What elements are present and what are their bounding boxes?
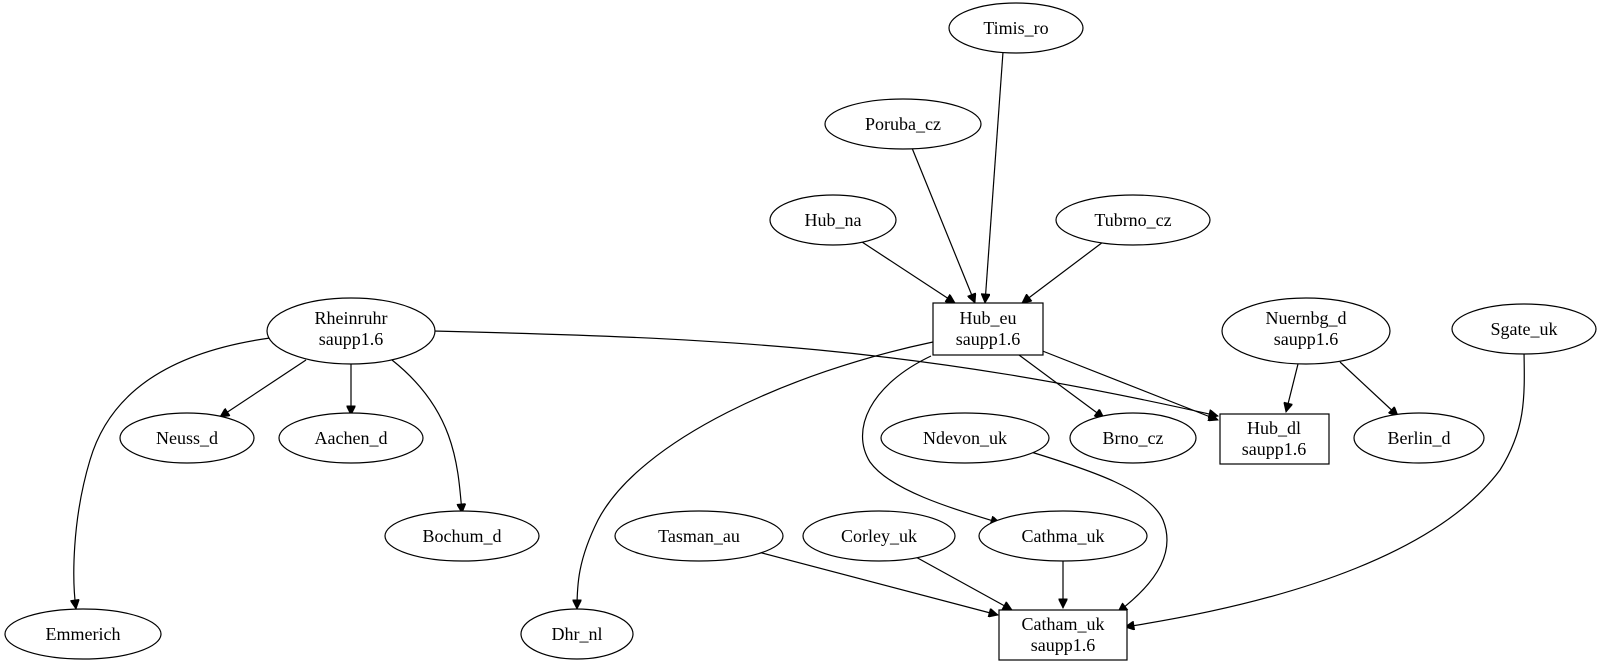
node-berlin_d[interactable]: Berlin_d [1353, 412, 1485, 464]
node-label: Aachen_d [315, 428, 388, 448]
node-poruba_cz[interactable]: Poruba_cz [824, 98, 982, 150]
node-sublabel: saupp1.6 [1274, 329, 1339, 349]
node-catham_uk[interactable]: Catham_uk saupp1.6 [998, 609, 1128, 661]
node-nuernbg_d[interactable]: Nuernbg_d saupp1.6 [1221, 297, 1391, 365]
node-label: Neuss_d [156, 428, 218, 448]
node-label: Tasman_au [658, 526, 740, 546]
node-label: Sgate_uk [1491, 319, 1558, 339]
node-label: Berlin_d [1388, 428, 1451, 448]
nodes: Timis_ro Poruba_cz Hub_na Tubrno_cz Hub_… [4, 2, 1597, 661]
node-label: Nuernbg_d [1266, 308, 1347, 328]
node-sublabel: saupp1.6 [1242, 439, 1307, 459]
node-label: Ndevon_uk [923, 428, 1007, 448]
edge-tasman_au-catham_uk [757, 551, 998, 615]
edge-hub_eu-cathma_uk [861, 355, 1000, 523]
edge-timis_ro-hub_eu [985, 51, 1004, 303]
node-sgate_uk[interactable]: Sgate_uk [1451, 303, 1597, 355]
edge-nuernbg_d-berlin_d [1339, 361, 1398, 416]
node-rheinruhr[interactable]: Rheinruhr saupp1.6 [266, 297, 436, 365]
edge-rheinruhr-neuss_d [220, 359, 307, 417]
node-sublabel: saupp1.6 [956, 329, 1021, 349]
node-ndevon_uk[interactable]: Ndevon_uk [880, 412, 1050, 464]
node-hub_eu[interactable]: Hub_eu saupp1.6 [932, 302, 1044, 356]
node-cathma_uk[interactable]: Cathma_uk [978, 510, 1148, 562]
node-label: Brno_cz [1103, 428, 1164, 448]
node-emmerich[interactable]: Emmerich [4, 608, 162, 660]
node-hub_na[interactable]: Hub_na [769, 194, 897, 246]
edge-hub_eu-dhr_nl [577, 341, 934, 609]
edges [74, 51, 1525, 627]
node-tasman_au[interactable]: Tasman_au [614, 510, 784, 562]
node-label: Hub_na [805, 210, 862, 230]
node-neuss_d[interactable]: Neuss_d [119, 412, 255, 464]
node-dhr_nl[interactable]: Dhr_nl [520, 608, 634, 660]
node-label: Corley_uk [841, 526, 917, 546]
edge-corley_uk-catham_uk [913, 555, 1012, 611]
edge-tubrno_cz-hub_eu [1022, 241, 1104, 303]
edge-sgate_uk-catham_uk [1125, 351, 1525, 627]
node-label: Bochum_d [423, 526, 502, 546]
node-timis_ro[interactable]: Timis_ro [948, 2, 1084, 54]
node-brno_cz[interactable]: Brno_cz [1069, 412, 1197, 464]
node-label: Hub_eu [960, 308, 1017, 328]
node-label: Tubrno_cz [1094, 210, 1171, 230]
edge-poruba_cz-hub_eu [911, 147, 975, 303]
node-label: Catham_uk [1022, 614, 1105, 634]
node-sublabel: saupp1.6 [1031, 635, 1096, 655]
node-bochum_d[interactable]: Bochum_d [384, 510, 540, 562]
edge-nuernbg_d-hub_dl [1286, 363, 1299, 412]
node-label: Poruba_cz [865, 114, 941, 134]
node-label: Emmerich [46, 624, 121, 644]
node-aachen_d[interactable]: Aachen_d [278, 412, 424, 464]
edge-rheinruhr-hub_dl [432, 330, 1218, 416]
node-label: Hub_dl [1247, 418, 1301, 438]
node-corley_uk[interactable]: Corley_uk [802, 510, 956, 562]
node-sublabel: saupp1.6 [319, 329, 384, 349]
edge-ndevon_uk-catham_uk [1030, 451, 1168, 612]
node-label: Rheinruhr [315, 308, 388, 328]
node-label: Timis_ro [983, 18, 1048, 38]
node-hub_dl[interactable]: Hub_dl saupp1.6 [1219, 413, 1330, 465]
node-label: Dhr_nl [552, 624, 603, 644]
node-label: Cathma_uk [1022, 526, 1105, 546]
edge-rheinruhr-emmerich [74, 337, 271, 609]
edge-hub_eu-brno_cz [1018, 354, 1104, 418]
edge-hub_eu-hub_dl [1039, 349, 1218, 420]
edge-rheinruhr-bochum_d [391, 359, 462, 513]
edge-hub_na-hub_eu [861, 241, 955, 303]
node-tubrno_cz[interactable]: Tubrno_cz [1055, 194, 1211, 246]
